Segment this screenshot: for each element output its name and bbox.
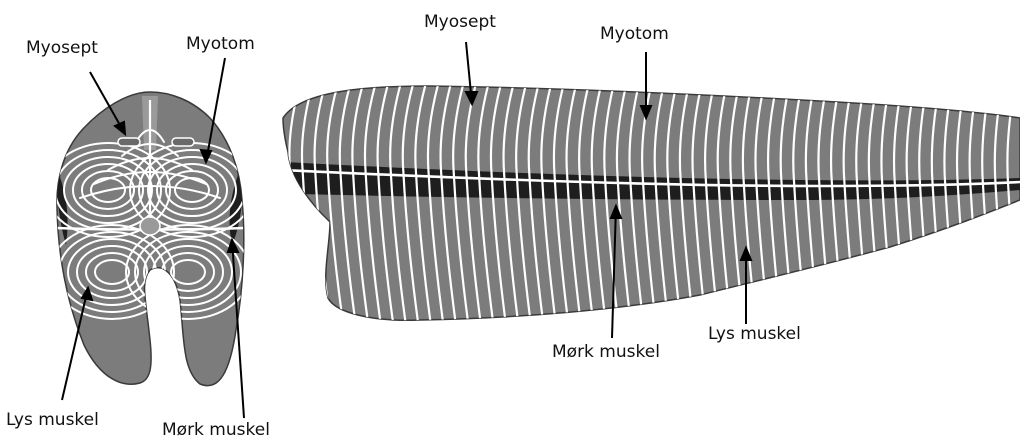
label-fillet-mork-muskel: Mørk muskel — [552, 342, 660, 362]
cross-spine — [140, 217, 160, 235]
fillet-illustration — [283, 60, 1020, 340]
label-cross-mork-muskel: Mørk muskel — [162, 420, 270, 440]
cross-neural-pocket-left — [118, 138, 140, 146]
label-cross-lys-muskel: Lys muskel — [6, 410, 99, 430]
label-cross-myosept: Myosept — [26, 38, 98, 58]
label-fillet-myosept: Myosept — [424, 12, 496, 32]
label-fillet-myotom: Myotom — [600, 24, 669, 44]
label-cross-myotom: Myotom — [186, 34, 255, 54]
cross-neural-pocket-right — [172, 138, 194, 146]
label-fillet-lys-muskel: Lys muskel — [708, 324, 801, 344]
cross-section-illustration — [46, 92, 254, 386]
